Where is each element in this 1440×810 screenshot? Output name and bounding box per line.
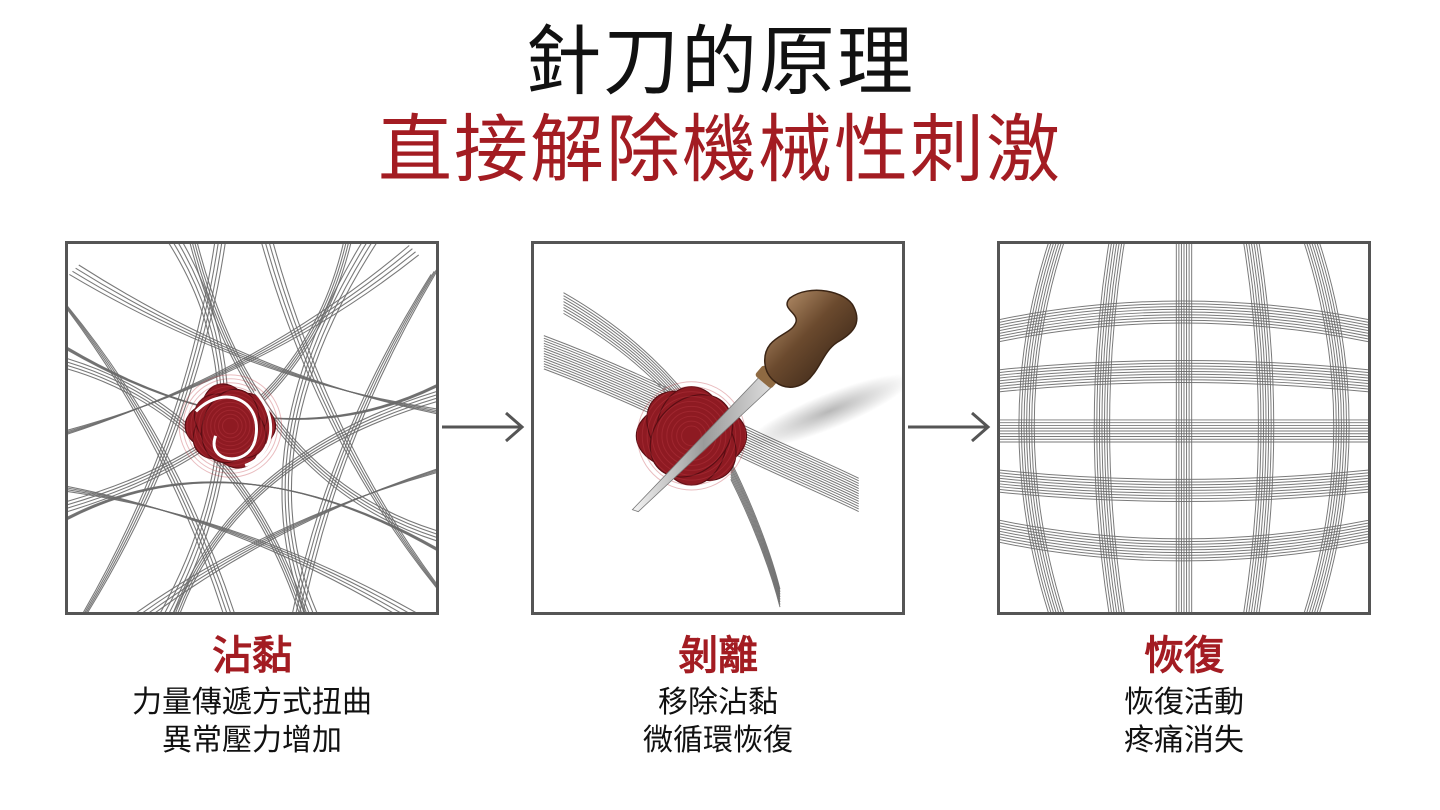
needle-knife-icon [631,289,858,513]
arrow-right-icon [442,411,525,443]
caption-line: 力量傳遞方式扭曲 [132,685,372,720]
caption-release: 剝離 移除沾黏 微循環恢復 [508,628,928,760]
arrow-right-icon [908,411,991,443]
caption-adhesion: 沾黏 力量傳遞方式扭曲 異常壓力增加 [42,628,462,760]
page-subtitle: 直接解除機械性刺激 [378,107,1062,193]
panel-recovery [997,241,1371,615]
panel-adhesion [65,241,439,615]
caption-line: 異常壓力增加 [162,723,342,758]
caption-line: 微循環恢復 [643,723,793,758]
loosened-knot [635,381,748,491]
adhesion-knot [178,374,283,478]
caption-line: 疼痛消失 [1124,723,1244,758]
panel-release [531,241,905,615]
aligned-fibers-illustration [1000,244,1368,612]
caption-title: 恢復 [1144,633,1224,679]
caption-line: 移除沾黏 [658,685,778,720]
needle-knife-releasing-knot-illustration [543,289,902,608]
caption-title: 沾黏 [212,633,292,679]
page-title: 針刀的原理 [525,17,915,106]
tangled-fibers-knot-illustration [68,244,436,612]
caption-line: 恢復活動 [1124,685,1244,720]
caption-title: 剝離 [678,633,758,679]
caption-recovery: 恢復 恢復活動 疼痛消失 [974,628,1394,760]
